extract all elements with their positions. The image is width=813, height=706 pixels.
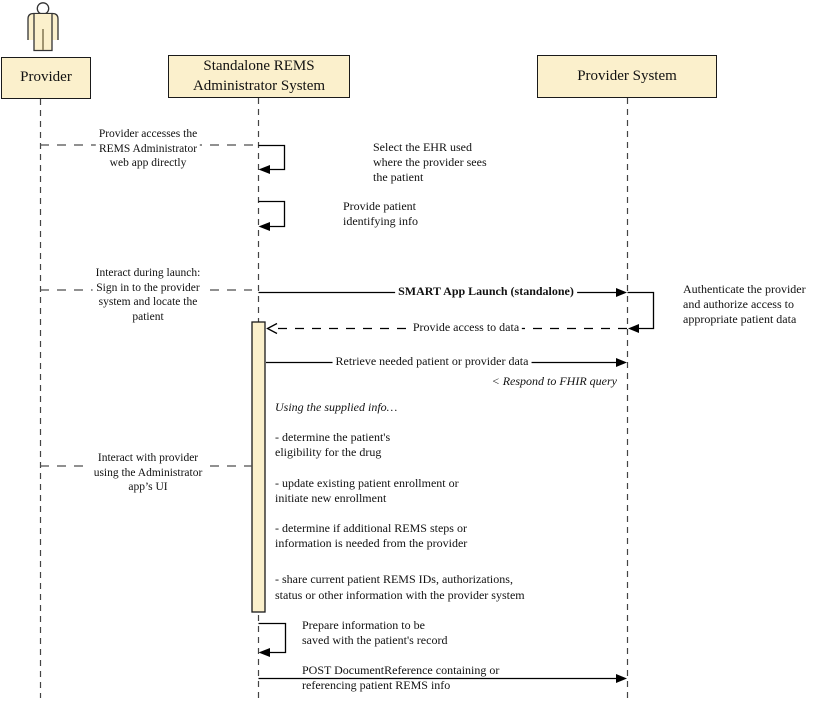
- note-label-m14: - share current patient REMS IDs, author…: [275, 572, 525, 602]
- message-label-m1: Provider accesses the REMS Administrator…: [95, 127, 201, 171]
- note-label-m12: - update existing patient enrollment or …: [275, 476, 459, 505]
- note-label-m13: - determine if additional REMS steps or …: [275, 521, 468, 550]
- self-message-m2: [258, 144, 286, 174]
- self-message-m16: [258, 622, 287, 657]
- message-label-m16: Prepare information to be saved with the…: [302, 618, 448, 647]
- message-label-m2: Select the EHR used where the provider s…: [373, 140, 487, 184]
- participant-rems-label: Standalone REMS Administrator System: [192, 57, 326, 94]
- message-label-m9: < Respond to FHIR query: [491, 374, 617, 388]
- message-label-m6: Authenticate the provider and authorize …: [683, 282, 806, 326]
- message-label-m3: Provide patient identifying info: [343, 199, 418, 228]
- message-label-m15: Interact with provider using the Adminis…: [90, 451, 206, 495]
- participant-provider-system-label: Provider System: [577, 67, 677, 84]
- note-label-m11: - determine the patient's eligibility fo…: [275, 430, 391, 459]
- participant-provider-label: Provider: [20, 69, 72, 86]
- message-label-m17: POST DocumentReference containing or ref…: [302, 663, 500, 692]
- message-label-m5: SMART App Launch (standalone): [395, 284, 577, 299]
- participant-rems-box: Standalone REMS Administrator System: [168, 55, 350, 98]
- note-label-m10: Using the supplied info…: [275, 400, 398, 414]
- activation-bar: [251, 321, 266, 613]
- message-line-m17: [258, 674, 627, 683]
- message-label-m4: Interact during launch: Sign in to the p…: [92, 266, 204, 324]
- self-message-m6: [627, 291, 655, 333]
- self-message-m3: [258, 200, 286, 231]
- message-label-m7: Provide access to data: [409, 320, 523, 335]
- person-icon: [27, 2, 59, 52]
- participant-provider-system-box: Provider System: [537, 55, 717, 98]
- participant-provider-box: Provider: [1, 57, 91, 99]
- message-label-m8: Retrieve needed patient or provider data: [332, 354, 532, 369]
